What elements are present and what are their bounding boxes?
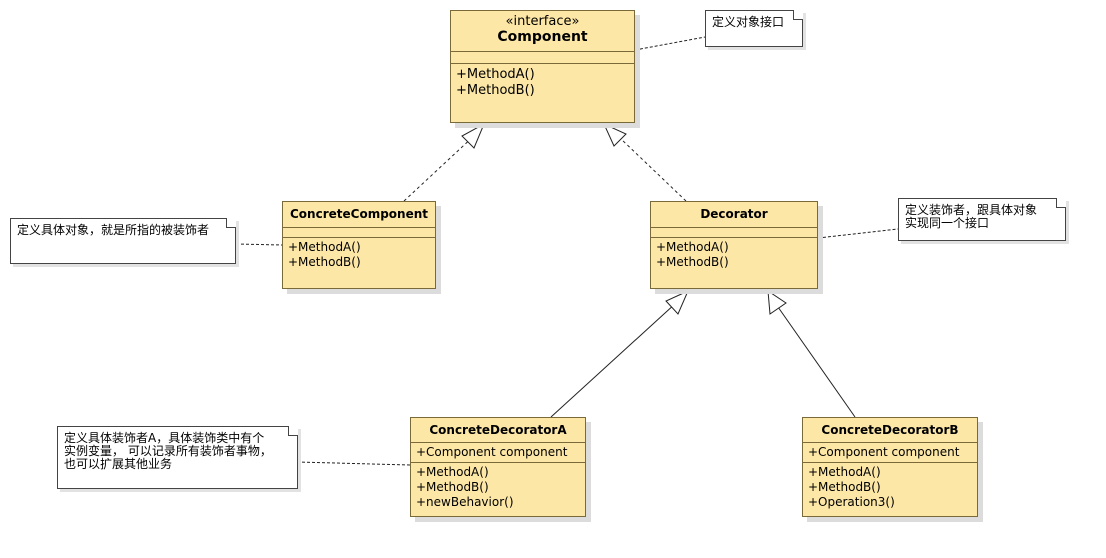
attributes-section: +Component component bbox=[411, 443, 585, 463]
class-decorator[interactable]: Decorator +MethodA() +MethodB() bbox=[650, 201, 818, 289]
realization-decorator-to-component bbox=[619, 137, 687, 202]
method: +MethodA() bbox=[656, 240, 729, 254]
generalization-arrowhead-b bbox=[767, 290, 787, 315]
method: +MethodA() bbox=[416, 465, 489, 479]
attributes-section bbox=[283, 228, 435, 238]
note-text: 定义具体对象，就是所指的被装饰者 bbox=[17, 223, 210, 237]
class-header: ConcreteDecoratorB bbox=[803, 418, 977, 443]
note-concretedecoratora[interactable]: 定义具体装饰者A，具体装饰类中有个 实例变量， 可以记录所有装饰者事物， 也可以… bbox=[57, 426, 298, 489]
note-corner bbox=[1056, 198, 1066, 208]
note-anchor-concretecomponent bbox=[235, 243, 283, 246]
attribute: +Component component bbox=[416, 445, 568, 459]
realization-concretecomponent-to-component bbox=[403, 133, 477, 202]
class-name: ConcreteDecoratorB bbox=[821, 423, 959, 437]
note-text: 实例变量， 可以记录所有装饰者事物， bbox=[64, 444, 272, 458]
note-corner bbox=[793, 10, 803, 20]
methods-section: +MethodA() +MethodB() bbox=[451, 64, 634, 101]
methods-section: +MethodA() +MethodB() bbox=[651, 238, 817, 272]
attributes-section bbox=[451, 52, 634, 64]
methods-section: +MethodA() +MethodB() +Operation3() bbox=[803, 463, 977, 512]
class-concretedecoratora[interactable]: ConcreteDecoratorA +Component component … bbox=[410, 417, 586, 517]
note-anchor-component bbox=[634, 36, 706, 51]
class-concretecomponent[interactable]: ConcreteComponent +MethodA() +MethodB() bbox=[282, 201, 436, 289]
class-name: ConcreteDecoratorA bbox=[429, 423, 567, 437]
stereotype-label: «interface» bbox=[505, 14, 580, 29]
note-text: 定义具体装饰者A，具体装饰类中有个 bbox=[64, 431, 265, 445]
note-text: 也可以扩展其他业务 bbox=[64, 457, 173, 471]
note-text: 定义对象接口 bbox=[712, 15, 785, 29]
class-component[interactable]: «interface» Component +MethodA() +Method… bbox=[450, 10, 635, 123]
note-component[interactable]: 定义对象接口 bbox=[705, 10, 803, 47]
method: +MethodA() bbox=[288, 240, 361, 254]
note-anchor-decorator bbox=[817, 228, 899, 239]
class-header: Decorator bbox=[651, 202, 817, 228]
class-concretedecoratorb[interactable]: ConcreteDecoratorB +Component component … bbox=[802, 417, 978, 517]
generalization-decoratora-to-decorator bbox=[550, 302, 677, 418]
note-anchor-concretedecoratora bbox=[296, 461, 411, 466]
note-decorator[interactable]: 定义装饰者，跟具体对象 实现同一个接口 bbox=[898, 198, 1066, 241]
method: +newBehavior() bbox=[416, 495, 514, 509]
class-header: ConcreteDecoratorA bbox=[411, 418, 585, 443]
generalization-arrowhead-a bbox=[665, 290, 689, 315]
method: +MethodB() bbox=[456, 83, 535, 98]
methods-section: +MethodA() +MethodB() bbox=[283, 238, 435, 272]
method: +MethodB() bbox=[288, 255, 361, 269]
realization-arrowhead-right bbox=[602, 122, 627, 147]
method: +MethodA() bbox=[456, 67, 535, 82]
realization-arrowhead-left bbox=[461, 122, 486, 149]
method: +MethodA() bbox=[808, 465, 881, 479]
class-header: ConcreteComponent bbox=[283, 202, 435, 228]
attribute: +Component component bbox=[808, 445, 960, 459]
attributes-section: +Component component bbox=[803, 443, 977, 463]
note-corner bbox=[226, 218, 236, 228]
method: +MethodB() bbox=[656, 255, 729, 269]
note-concretecomponent[interactable]: 定义具体对象，就是所指的被装饰者 bbox=[10, 218, 236, 264]
generalization-decoratorb-to-decorator bbox=[777, 306, 856, 418]
note-text: 定义装饰者，跟具体对象 bbox=[905, 203, 1038, 217]
method: +MethodB() bbox=[416, 480, 489, 494]
note-corner bbox=[288, 426, 298, 436]
method: +MethodB() bbox=[808, 480, 881, 494]
class-name: Component bbox=[497, 29, 588, 45]
class-header: «interface» Component bbox=[451, 11, 634, 52]
note-text: 实现同一个接口 bbox=[905, 216, 990, 230]
attributes-section bbox=[651, 228, 817, 238]
class-name: ConcreteComponent bbox=[290, 207, 428, 221]
methods-section: +MethodA() +MethodB() +newBehavior() bbox=[411, 463, 585, 512]
class-name: Decorator bbox=[700, 207, 768, 221]
method: +Operation3() bbox=[808, 495, 895, 509]
